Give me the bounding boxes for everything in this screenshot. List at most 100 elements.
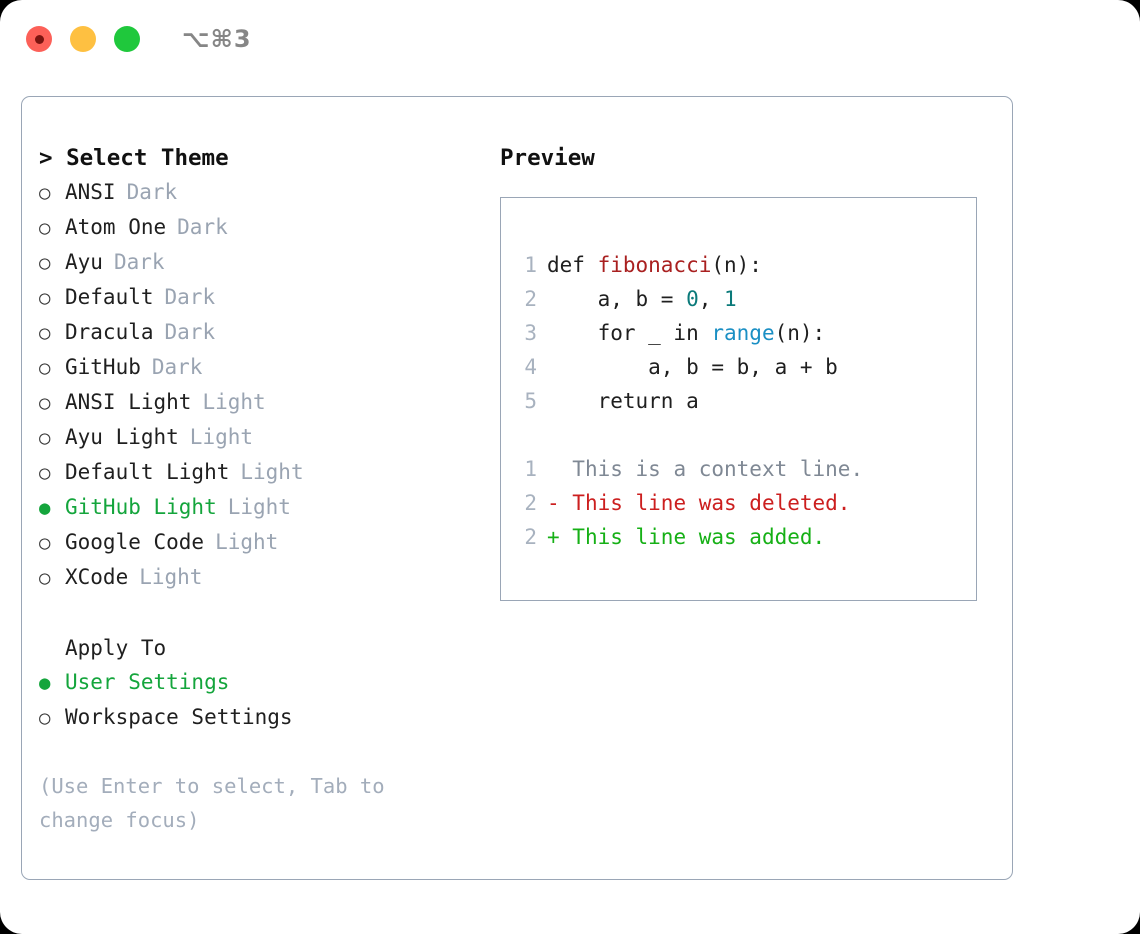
- theme-name: GitHub Light: [65, 495, 217, 519]
- close-button[interactable]: [26, 26, 52, 52]
- apply-to-name: User Settings: [65, 670, 230, 694]
- radio-unselected-icon: ○: [39, 707, 51, 729]
- diff-marker: +: [547, 525, 573, 549]
- radio-unselected-icon: ○: [39, 532, 51, 554]
- code-line: 2 a, b = 0, 1: [515, 282, 976, 316]
- radio-unselected-icon: ○: [39, 182, 51, 204]
- theme-option-row[interactable]: ○ XCode Light: [39, 560, 487, 595]
- theme-name: ANSI Light: [65, 390, 192, 414]
- radio-unselected-icon: ○: [39, 322, 51, 344]
- diff-deleted-line: 2- This line was deleted.: [515, 486, 976, 520]
- code-token-plain: for _ in: [547, 321, 712, 345]
- diff-text: This line was added.: [572, 525, 826, 549]
- diff-line-number: 1: [524, 457, 537, 481]
- maximize-button[interactable]: [114, 26, 140, 52]
- minimize-button[interactable]: [70, 26, 96, 52]
- theme-name: XCode: [65, 565, 129, 589]
- theme-category-tag: Light: [215, 530, 279, 554]
- title-bar: ⌥⌘3: [0, 0, 1140, 78]
- theme-category-tag: Light: [227, 495, 291, 519]
- theme-option-row[interactable]: ● GitHub Light Light: [39, 490, 487, 525]
- code-token-plain: def: [547, 253, 598, 277]
- theme-category-tag: Dark: [177, 215, 228, 239]
- theme-option-row[interactable]: ○ Dracula Dark: [39, 315, 487, 350]
- code-line-number: 2: [524, 287, 537, 311]
- record-indicator-icon: [34, 34, 44, 44]
- code-line: 3 for _ in range(n):: [515, 316, 976, 350]
- code-line-number: 4: [524, 355, 537, 379]
- theme-category-tag: Light: [202, 390, 266, 414]
- radio-unselected-icon: ○: [39, 567, 51, 589]
- theme-name: Atom One: [65, 215, 167, 239]
- theme-category-tag: Light: [139, 565, 203, 589]
- spacer: [39, 595, 487, 631]
- radio-unselected-icon: ○: [39, 462, 51, 484]
- radio-selected-icon: ●: [39, 497, 51, 519]
- code-line-number: 3: [524, 321, 537, 345]
- radio-unselected-icon: ○: [39, 392, 51, 414]
- theme-name: Ayu: [65, 250, 103, 274]
- code-token-plain: a, b =: [547, 287, 687, 311]
- diff-text: This is a context line.: [572, 457, 864, 481]
- theme-option-row[interactable]: ○ Ayu Dark: [39, 245, 487, 280]
- theme-option-row[interactable]: ○ GitHub Dark: [39, 350, 487, 385]
- theme-category-tag: Dark: [126, 180, 178, 204]
- apply-to-option-row[interactable]: ● User Settings: [39, 665, 487, 700]
- diff-line-number: 2: [524, 525, 537, 549]
- code-line: 5 return a: [515, 384, 976, 418]
- radio-unselected-icon: ○: [39, 287, 51, 309]
- code-line-number: 5: [524, 389, 537, 413]
- keyboard-hint: (Use Enter to select, Tab to change focu…: [39, 774, 385, 832]
- radio-selected-icon: ●: [39, 672, 51, 694]
- code-token-plain: (n):: [774, 321, 826, 345]
- theme-option-row[interactable]: ○ ANSI Light Light: [39, 385, 487, 420]
- code-token-plain: a, b = b, a + b: [547, 355, 838, 379]
- theme-name: Dracula: [65, 320, 154, 344]
- theme-option-row[interactable]: ○ Atom One Dark: [39, 210, 487, 245]
- theme-category-tag: Dark: [164, 285, 216, 309]
- theme-category-tag: Dark: [151, 355, 203, 379]
- radio-unselected-icon: ○: [39, 357, 51, 379]
- radio-unselected-icon: ○: [39, 217, 51, 239]
- theme-category-tag: Dark: [113, 250, 165, 274]
- page-title: > Select Theme: [39, 145, 229, 171]
- code-token-number: 0: [686, 287, 699, 311]
- apply-to-list: ● User Settings ○ Workspace Settings: [39, 665, 487, 735]
- keyboard-shortcut-label: ⌥⌘3: [182, 25, 252, 53]
- apply-to-option-row[interactable]: ○ Workspace Settings: [39, 700, 487, 735]
- diff-preview: 1 This is a context line. 2- This line wa…: [515, 452, 976, 554]
- theme-category-tag: Dark: [164, 320, 216, 344]
- theme-name: Default Light: [65, 460, 230, 484]
- code-token-builtin: range: [711, 321, 775, 345]
- diff-marker: [547, 457, 572, 481]
- code-token-plain: return a: [547, 389, 699, 413]
- theme-name: Ayu Light: [65, 425, 179, 449]
- code-line: 4 a, b = b, a + b: [515, 350, 976, 384]
- traffic-lights: [26, 26, 140, 52]
- apply-to-name: Workspace Settings: [65, 705, 293, 729]
- code-token-function: fibonacci: [597, 253, 712, 277]
- preview-title: Preview: [500, 145, 595, 171]
- radio-unselected-icon: ○: [39, 252, 51, 274]
- theme-name: GitHub: [65, 355, 141, 379]
- diff-marker: -: [547, 491, 573, 515]
- theme-category-tag: Light: [240, 460, 304, 484]
- code-token-plain: (n):: [711, 253, 762, 277]
- theme-option-row[interactable]: ○ ANSI Dark: [39, 175, 487, 210]
- theme-option-row[interactable]: ○ Default Light Light: [39, 455, 487, 490]
- diff-text: This line was deleted.: [572, 491, 851, 515]
- code-token-number: 1: [724, 287, 737, 311]
- theme-category-tag: Light: [189, 425, 254, 449]
- theme-name: ANSI: [65, 180, 116, 204]
